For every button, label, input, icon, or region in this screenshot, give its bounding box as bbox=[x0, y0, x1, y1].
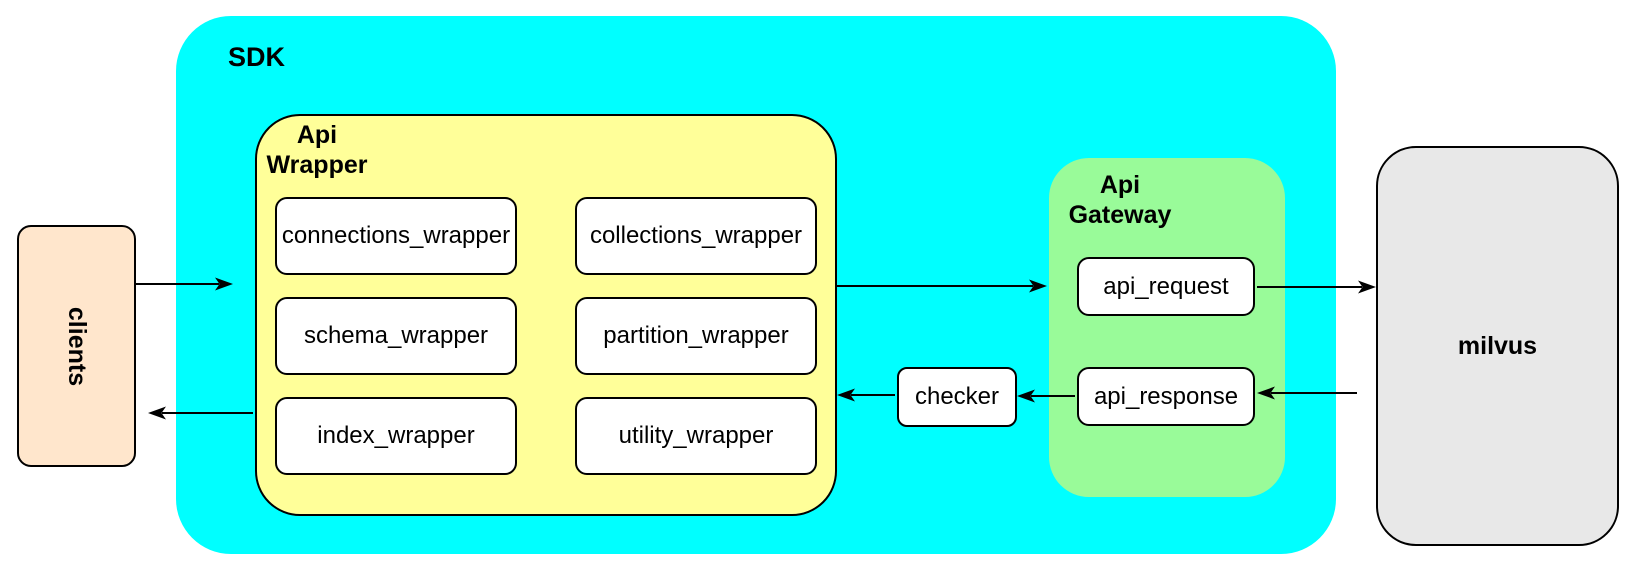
api-gateway-label-line2: Gateway bbox=[1068, 201, 1172, 229]
utility-wrapper-label: utility_wrapper bbox=[618, 422, 774, 449]
clients-label: clients bbox=[62, 306, 91, 386]
api-gateway-label-line1: Api bbox=[1099, 171, 1141, 199]
schema-wrapper-label: schema_wrapper bbox=[303, 322, 489, 349]
api-request-node: api_request bbox=[1077, 257, 1255, 316]
api-wrapper-label-line2: Wrapper bbox=[266, 151, 368, 179]
clients-node: clients bbox=[17, 225, 136, 467]
api-response-node: api_response bbox=[1077, 367, 1255, 426]
collections-wrapper-node: collections_wrapper bbox=[575, 197, 817, 275]
api-wrapper-label: Api Wrapper bbox=[257, 120, 377, 180]
sdk-label: SDK bbox=[228, 42, 286, 72]
index-wrapper-node: index_wrapper bbox=[275, 397, 517, 475]
schema-wrapper-node: schema_wrapper bbox=[275, 297, 517, 375]
index-wrapper-label: index_wrapper bbox=[317, 422, 475, 449]
checker-label: checker bbox=[914, 383, 1000, 410]
partition-wrapper-label: partition_wrapper bbox=[603, 322, 789, 349]
utility-wrapper-node: utility_wrapper bbox=[575, 397, 817, 475]
connections-wrapper-label: connections_wrapper bbox=[281, 222, 511, 249]
api-response-label: api_response bbox=[1093, 382, 1239, 410]
api-gateway-container: Api Gateway bbox=[1049, 158, 1285, 497]
partition-wrapper-node: partition_wrapper bbox=[575, 297, 817, 375]
milvus-node: milvus bbox=[1376, 146, 1619, 546]
api-gateway-label: Api Gateway bbox=[1065, 170, 1175, 230]
collections-wrapper-label: collections_wrapper bbox=[589, 222, 803, 249]
checker-node: checker bbox=[897, 367, 1017, 427]
connections-wrapper-node: connections_wrapper bbox=[275, 197, 517, 275]
api-request-label: api_request bbox=[1103, 272, 1229, 300]
milvus-label: milvus bbox=[1457, 331, 1538, 360]
api-wrapper-label-line1: Api bbox=[296, 121, 338, 149]
